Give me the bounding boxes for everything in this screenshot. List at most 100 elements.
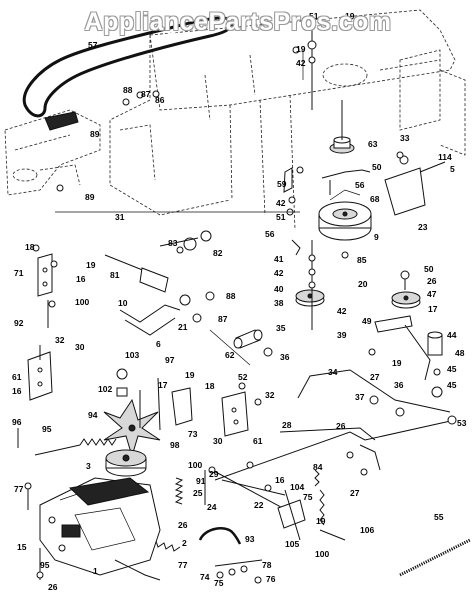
- callout-c19c: 19: [86, 260, 96, 270]
- callout-c1: 1: [93, 566, 98, 576]
- spacer-35: [233, 329, 273, 357]
- callout-c16c: 16: [275, 475, 285, 485]
- callout-c30a: 30: [75, 342, 85, 352]
- callout-c35: 35: [276, 323, 286, 333]
- callout-c68: 68: [370, 194, 380, 204]
- key-102: [116, 387, 128, 397]
- callout-c18b: 18: [205, 381, 215, 391]
- fasteners: [17, 46, 405, 579]
- callout-c53: 53: [457, 418, 467, 428]
- callout-c24: 24: [207, 502, 217, 512]
- left-frame-rail: [4, 109, 101, 196]
- callout-c19d: 19: [185, 370, 195, 380]
- callout-c49: 49: [362, 316, 372, 326]
- hardware-74-78: [214, 559, 263, 584]
- engine-pulley-stack: [302, 22, 355, 154]
- bracket-104: [277, 499, 306, 529]
- callout-c10: 10: [118, 298, 128, 308]
- callout-c3: 3: [86, 461, 91, 471]
- bracket-73: [171, 387, 193, 426]
- callout-c100c: 100: [315, 549, 329, 559]
- callout-c51b: 51: [276, 212, 286, 222]
- idler-arm: [374, 315, 443, 398]
- callout-c16a: 16: [76, 274, 86, 284]
- spring-25: [174, 477, 184, 505]
- callout-c86a: 86: [155, 95, 165, 105]
- callout-c89b: 89: [85, 192, 95, 202]
- callout-c47: 47: [427, 289, 437, 299]
- drive-belt: [22, 16, 234, 118]
- bracket-30-center: [221, 382, 262, 437]
- callout-c37: 37: [355, 392, 365, 402]
- callout-c6: 6: [156, 339, 161, 349]
- mower-frame: [109, 9, 466, 231]
- callout-c19b: 19: [296, 44, 306, 54]
- callout-c100b: 100: [188, 460, 202, 470]
- callout-c77b: 77: [178, 560, 188, 570]
- callout-c19e: 19: [392, 358, 402, 368]
- callout-c114: 114: [438, 152, 452, 162]
- callout-c61a: 61: [12, 372, 22, 382]
- electric-clutch: [318, 189, 372, 241]
- shift-lever-assembly: [104, 230, 215, 336]
- callout-c19a: 19: [345, 11, 355, 21]
- callout-c57: 57: [88, 40, 98, 50]
- bracket-71: [37, 253, 56, 328]
- watermark: AppliancePartsPros.com: [84, 8, 392, 36]
- linkage-rods: [214, 369, 457, 481]
- bracket-59: [283, 167, 293, 193]
- callout-c34: 34: [328, 367, 338, 377]
- callout-c33: 33: [400, 133, 410, 143]
- callout-c74: 74: [200, 572, 210, 582]
- callout-c105: 105: [285, 539, 299, 549]
- callout-c26d: 26: [48, 582, 58, 592]
- callout-c73: 73: [188, 429, 198, 439]
- callout-c82: 82: [213, 248, 223, 258]
- belt-keeper: [44, 111, 79, 131]
- callout-c21: 21: [178, 322, 188, 332]
- callout-c97: 97: [165, 355, 175, 365]
- callout-c63: 63: [368, 139, 378, 149]
- callout-c78: 78: [262, 560, 272, 570]
- callout-c51: 51: [309, 11, 319, 21]
- callout-c17a: 17: [428, 304, 438, 314]
- callout-c87b: 87: [218, 314, 228, 324]
- cooling-fan: [103, 398, 161, 458]
- callout-c29: 29: [209, 469, 219, 479]
- callout-c36a: 36: [280, 352, 290, 362]
- callout-c88a: 88: [123, 85, 133, 95]
- callout-c42b: 42: [276, 198, 286, 208]
- callout-c2: 2: [182, 538, 187, 548]
- callout-c28: 28: [282, 420, 292, 430]
- callout-c18a: 18: [25, 242, 35, 252]
- callout-c50b: 50: [424, 264, 434, 274]
- callout-c36b: 36: [394, 380, 404, 390]
- callout-c50a: 50: [372, 162, 382, 172]
- callout-c15: 15: [17, 542, 27, 552]
- callout-c42a: 42: [296, 58, 306, 68]
- callout-c17b: 17: [158, 380, 168, 390]
- callout-c103: 103: [125, 350, 139, 360]
- callout-c44: 44: [447, 330, 457, 340]
- callout-c31: 31: [115, 212, 125, 222]
- callout-c62: 62: [225, 350, 235, 360]
- callout-c77a: 77: [14, 484, 24, 494]
- callout-c93: 93: [245, 534, 255, 544]
- callout-c19f: 19: [316, 516, 326, 526]
- callout-c23: 23: [418, 222, 428, 232]
- callout-c94: 94: [88, 410, 98, 420]
- callout-c81: 81: [110, 270, 120, 280]
- callout-c55: 55: [434, 512, 444, 522]
- callout-c56a: 56: [355, 180, 365, 190]
- idler-bracket: [384, 167, 426, 216]
- clutch-bracket: [321, 169, 371, 195]
- spring-55: [399, 538, 471, 577]
- spring-95: [79, 438, 117, 446]
- callout-c39: 39: [337, 330, 347, 340]
- callout-c75a: 75: [303, 492, 313, 502]
- leader-lines: [55, 211, 300, 366]
- callout-c98: 98: [170, 440, 180, 450]
- callout-c89a: 89: [90, 129, 100, 139]
- callout-c32b: 32: [265, 390, 275, 400]
